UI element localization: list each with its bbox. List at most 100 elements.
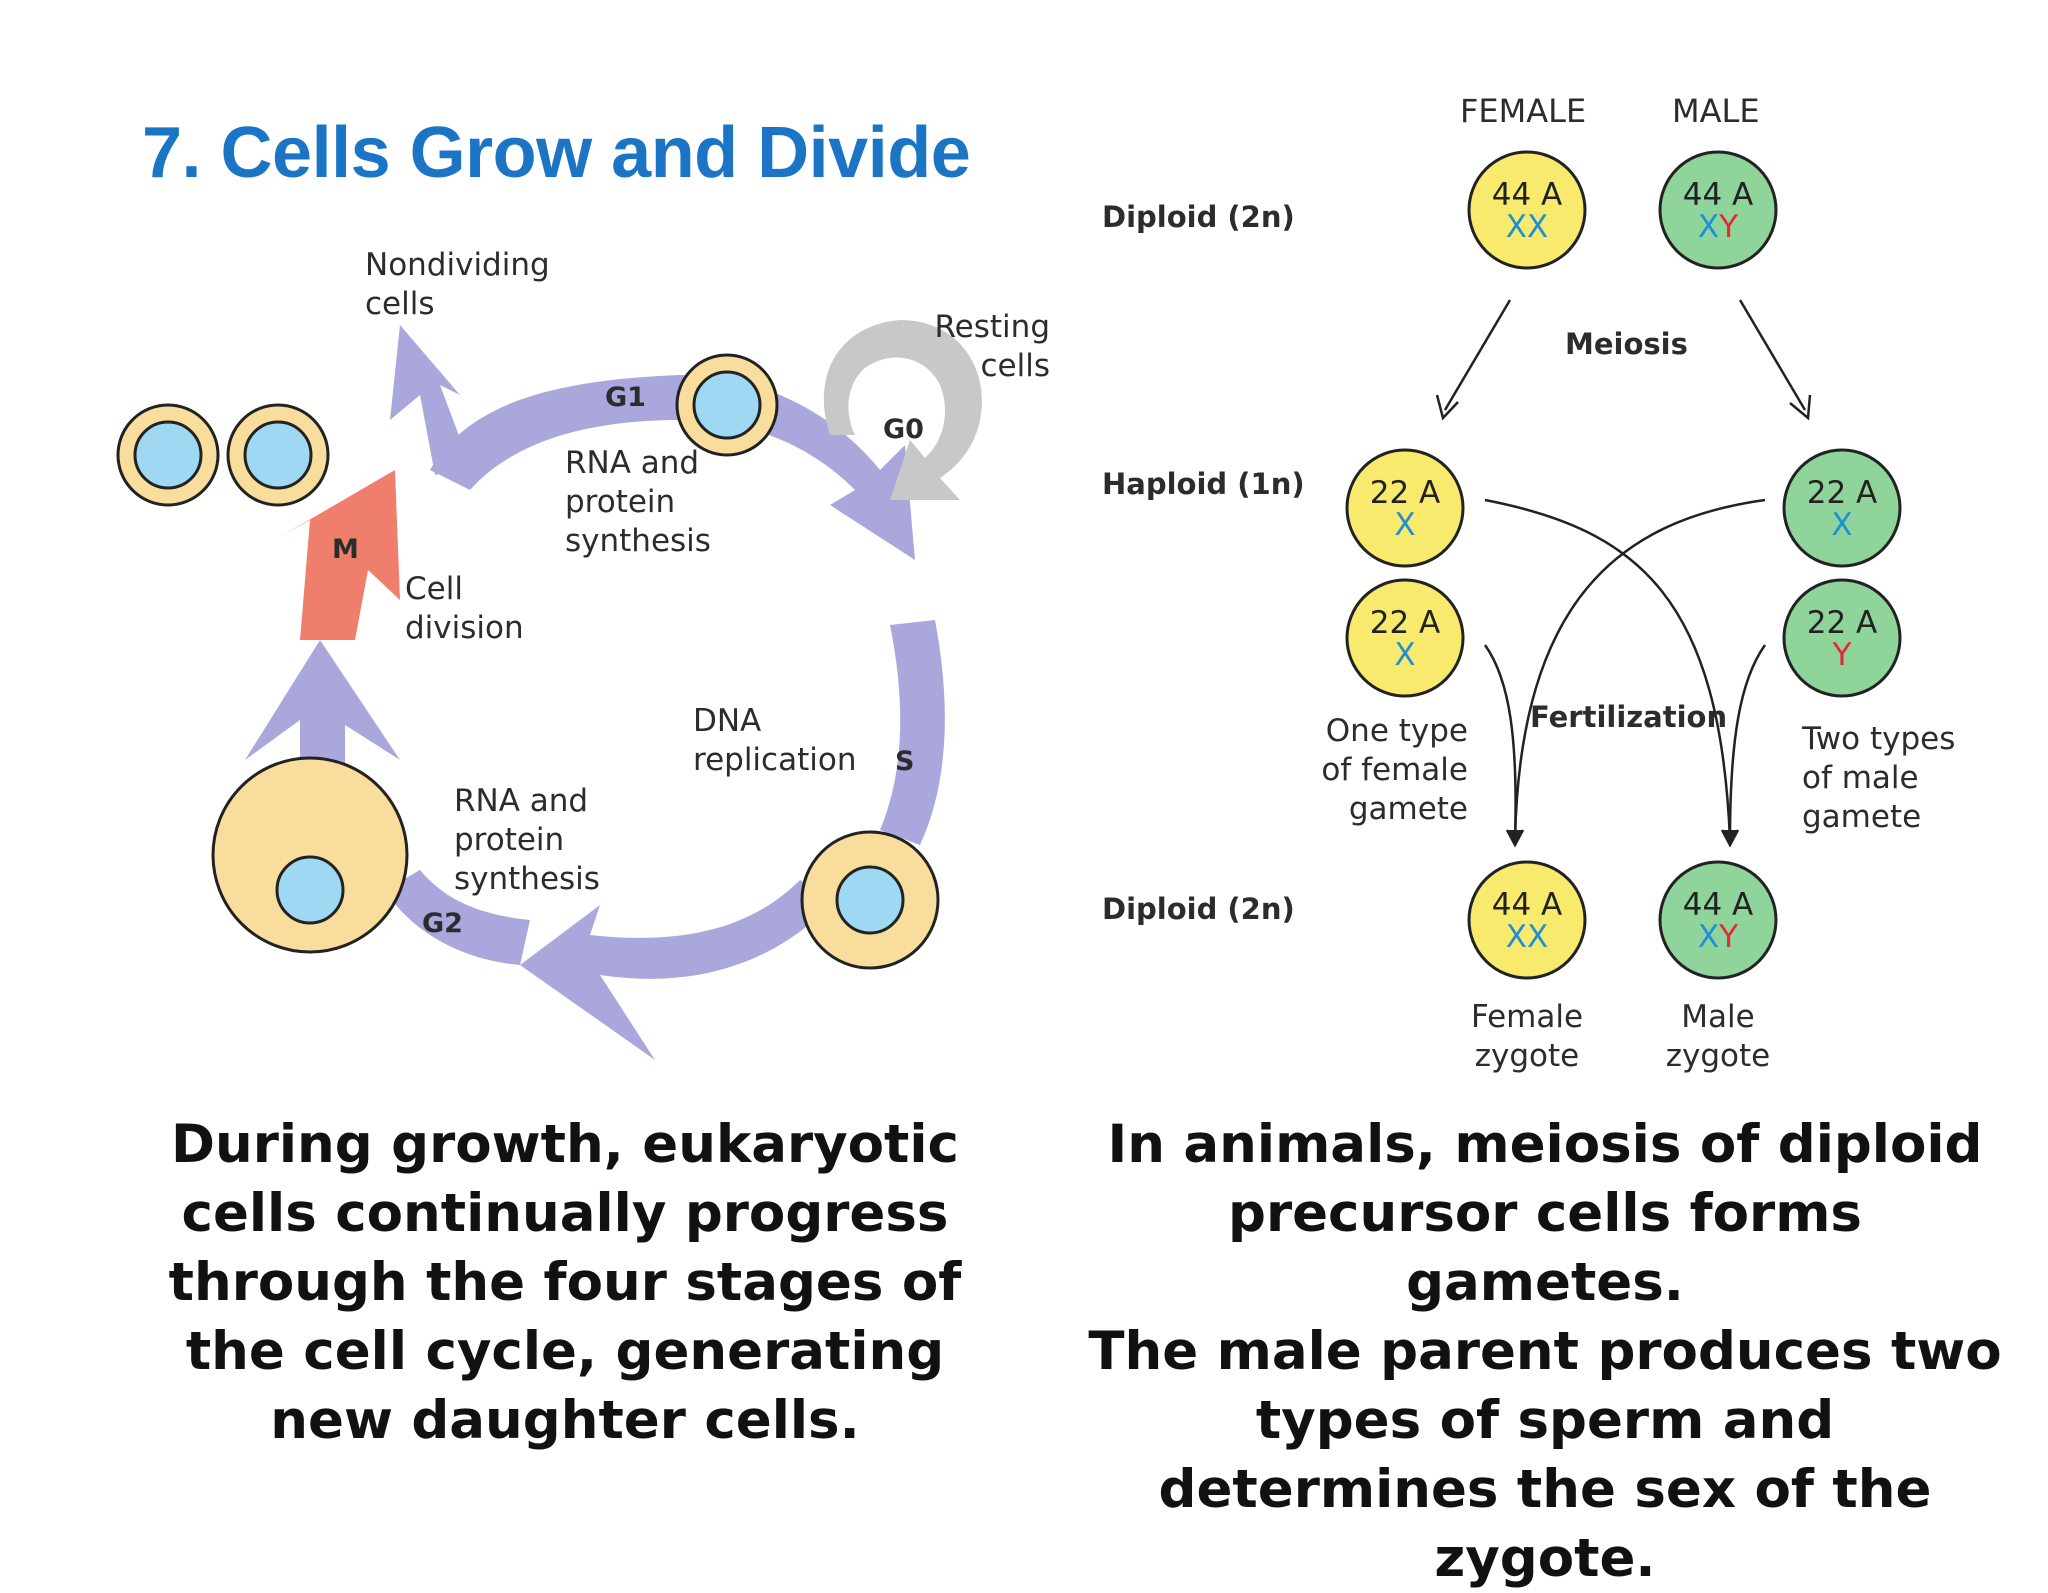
g2-to-m-arrow xyxy=(245,640,400,815)
female-gamete-cell-2 xyxy=(1345,578,1465,698)
fert-curve-1 xyxy=(1484,498,1732,841)
g2-label: G2 xyxy=(422,908,463,939)
s-to-g2-arrow xyxy=(520,880,835,1060)
male-zygote-label: Male zygote xyxy=(1638,998,1798,1076)
g0-label: G0 xyxy=(883,414,924,445)
female-parent-sex: XX xyxy=(1506,209,1549,245)
rna2-line-1: RNA and xyxy=(454,783,589,819)
cell-pair-left xyxy=(116,403,330,507)
female-gamete-2-sex: X xyxy=(1394,637,1415,673)
female-zygote-cell xyxy=(1467,860,1587,980)
cell-cycle-diagram: 44 A XX 44 A XY 22 A X 22 A X 22 A X 22 … xyxy=(116,150,1902,1060)
male-gamete-cell-2 xyxy=(1782,578,1902,698)
s-label: S xyxy=(895,746,915,777)
male-parent-sex-2: Y xyxy=(1718,209,1738,245)
rna1-line-2: protein xyxy=(565,484,676,520)
fert-arrow-head-1 xyxy=(1505,829,1525,848)
male-gamete-line-1: Two types xyxy=(1802,721,1956,757)
meiosis-arrow-female xyxy=(1443,299,1512,411)
female-zygote-label: Female zygote xyxy=(1447,998,1607,1076)
male-zygote-cell xyxy=(1658,860,1778,980)
meiosis-cell-texts: 44 A XX 44 A XY 22 A X 22 A X 22 A X 22 … xyxy=(1370,177,1878,955)
right-caption-line-5: determines the sex of the xyxy=(1158,1459,1932,1520)
diploid-top-label: Diploid (2n) xyxy=(1102,200,1295,234)
male-gamete-2-sex: Y xyxy=(1832,637,1852,673)
female-gamete-1-autosomes: 22 A xyxy=(1370,475,1441,511)
female-header: FEMALE xyxy=(1460,92,1587,130)
female-parent-sex-1: X xyxy=(1506,209,1527,245)
fert-curve-3 xyxy=(1483,644,1517,841)
left-caption-line-1: During growth, eukaryotic xyxy=(171,1114,959,1175)
male-parent-sex-1: X xyxy=(1698,209,1719,245)
meiosis-label: Meiosis xyxy=(1565,327,1688,361)
division-line-2: division xyxy=(405,610,524,646)
resting-label: Resting cells xyxy=(900,308,1050,386)
female-zygote-line-1: Female xyxy=(1470,999,1584,1035)
male-gamete-cell-1 xyxy=(1782,448,1902,568)
female-gamete-cell-1 xyxy=(1345,448,1465,568)
g2-arrow xyxy=(385,870,530,965)
male-zygote-line-1: Male xyxy=(1681,999,1755,1035)
fert-arrow-head-2 xyxy=(1720,829,1740,848)
male-parent-sex: XY xyxy=(1698,209,1738,245)
male-gamete-1-sex: X xyxy=(1831,507,1852,543)
page-title: 7. Cells Grow and Divide xyxy=(142,113,971,193)
resting-line-2: cells xyxy=(980,348,1051,384)
female-gamete-1-sex: X xyxy=(1394,507,1415,543)
male-gamete-line-3: gamete xyxy=(1802,799,1922,835)
male-gamete-label: Two types of male gamete xyxy=(1802,720,1955,837)
left-caption-line-3: through the four stages of xyxy=(168,1252,962,1313)
right-caption-line-4: types of sperm and xyxy=(1255,1390,1835,1451)
nondividing-line-2: cells xyxy=(365,286,435,322)
cell-cycle-arrows xyxy=(245,320,982,1060)
meiosis-arrow-male-head xyxy=(1789,394,1812,421)
diploid-bottom-label: Diploid (2n) xyxy=(1102,892,1295,926)
female-gamete-label: One type of female gamete xyxy=(1300,712,1468,829)
female-zygote-sex-2: X xyxy=(1527,919,1548,955)
m-arrow xyxy=(278,470,400,640)
fert-curve-2 xyxy=(1513,498,1766,841)
female-gamete-line-1: One type xyxy=(1325,713,1468,749)
fert-curve-4 xyxy=(1728,644,1767,841)
left-caption: During growth, eukaryotic cells continua… xyxy=(140,1110,990,1455)
nondividing-line-1: Nondividing xyxy=(365,247,550,283)
nondividing-arrow xyxy=(390,325,470,475)
male-zygote-line-2: zygote xyxy=(1665,1038,1771,1074)
g1-arrow xyxy=(430,375,915,560)
right-caption: In animals, meiosis of diploid precursor… xyxy=(1080,1110,2010,1593)
dna-line-1: DNA xyxy=(693,703,762,739)
rna-protein-label-2: RNA and protein synthesis xyxy=(454,782,600,899)
daughter-nucleus-2 xyxy=(243,420,313,490)
dna-replication-label: DNA replication xyxy=(693,702,856,780)
meiosis-arrow-male xyxy=(1738,299,1807,411)
meiosis-cells xyxy=(1345,150,1902,980)
rna2-line-3: synthesis xyxy=(454,861,600,897)
division-line-1: Cell xyxy=(405,571,463,607)
s-arrow xyxy=(880,620,945,845)
rna1-line-3: synthesis xyxy=(565,523,711,559)
right-caption-line-6: zygote. xyxy=(1434,1528,1656,1589)
female-parent-autosomes: 44 A xyxy=(1492,177,1563,213)
left-caption-line-2: cells continually progress xyxy=(181,1183,949,1244)
g0-loop-arrow xyxy=(823,320,982,500)
female-gamete-line-3: gamete xyxy=(1348,791,1468,827)
cell-division-label: Cell division xyxy=(405,570,524,648)
male-gamete-1-autosomes: 22 A xyxy=(1807,475,1878,511)
daughter-nucleus-1 xyxy=(133,420,203,490)
male-zygote-sex-1: X xyxy=(1698,919,1719,955)
rna-protein-label-1: RNA and protein synthesis xyxy=(565,444,711,561)
g1-label: G1 xyxy=(605,382,646,413)
haploid-label: Haploid (1n) xyxy=(1102,467,1305,501)
nondividing-label: Nondividing cells xyxy=(365,246,550,324)
male-gamete-line-2: of male xyxy=(1802,760,1919,796)
m-label: M xyxy=(332,534,359,565)
g2-nucleus xyxy=(275,855,345,925)
female-zygote-autosomes: 44 A xyxy=(1492,887,1563,923)
meiosis-lines xyxy=(1435,299,1812,848)
right-caption-line-2: precursor cells forms gametes. xyxy=(1228,1183,1862,1313)
male-zygote-sex-2: Y xyxy=(1718,919,1738,955)
male-header: MALE xyxy=(1672,92,1760,130)
rna2-line-2: protein xyxy=(454,822,565,858)
fertilization-label: Fertilization xyxy=(1530,700,1728,734)
meiosis-arrow-female-head xyxy=(1435,394,1459,421)
